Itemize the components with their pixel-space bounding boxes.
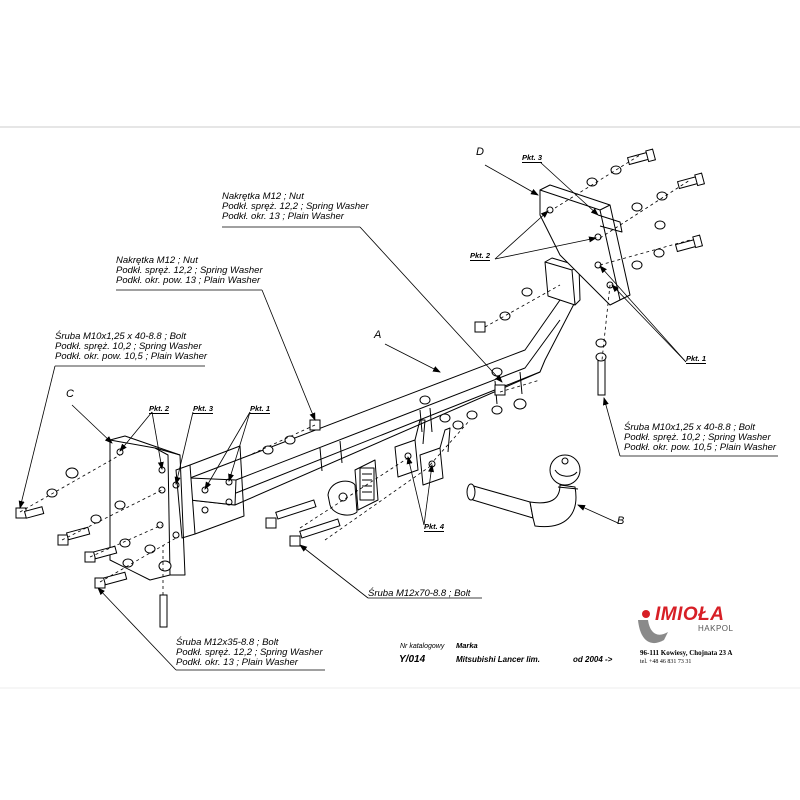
washer [631, 202, 643, 212]
bolt-m12x70-2 [289, 518, 341, 547]
callout-line: Podkł. okr. pow. 10,5 ; Plain Washer [55, 351, 208, 362]
pkt4-label: Pkt. 4 [424, 522, 445, 532]
tow-ball [466, 454, 581, 528]
bolt-top-1 [626, 148, 657, 166]
washer [521, 287, 533, 297]
washer [452, 420, 464, 430]
washer [284, 435, 296, 445]
callout-line: Podkł. spręż. 12,2 ; Spring Washer [222, 201, 369, 212]
pkt1-label-right: Pkt. 1 [686, 354, 707, 364]
callout-line: Śruba M10x1,25 x 40-8.8 ; Bolt [624, 422, 755, 433]
bolt-left-1 [15, 506, 45, 519]
socket-plate [327, 459, 379, 516]
bolt-vertical-left [159, 594, 168, 628]
bolt-top-3 [674, 234, 704, 253]
logo-mark [638, 610, 668, 644]
callout-line: Śruba M10x1,25 x 40-8.8 ; Bolt [55, 331, 186, 342]
washer [90, 514, 102, 524]
pkt3-label-top: Pkt. 3 [522, 153, 543, 163]
callout-line: Nakrętka M12 ; Nut [222, 191, 304, 202]
washer [491, 405, 503, 415]
washer [46, 488, 58, 498]
beam-right-plate [544, 257, 581, 306]
washer [158, 560, 172, 572]
washer [262, 445, 274, 455]
company-logo-sub: HAKPOL [698, 624, 734, 633]
callout-line: Nakrętka M12 ; Nut [116, 255, 198, 266]
company-logo: IMIOŁA [655, 604, 725, 625]
callout-line: Podkł. okr. pow. 10,5 ; Plain Washer [624, 442, 777, 453]
brand-value: Mitsubishi Lancer lim. [456, 655, 541, 664]
callout-bolt-m12x35: Śruba M12x35-8.8 ; Bolt Podkł. spręż. 12… [176, 638, 323, 668]
company-address: 96-111 Kowiesy, Chojnata 23 A [640, 649, 733, 657]
callout-bolt-m12x70: Śruba M12x70-8.8 ; Bolt [368, 588, 471, 599]
washer [653, 248, 665, 258]
washer [631, 260, 643, 270]
callout-bolt-right: Śruba M10x1,25 x 40-8.8 ; Bolt Podkł. sp… [624, 423, 776, 453]
catalog-value: Y/014 [399, 654, 426, 665]
part-label-b: B [617, 515, 625, 527]
callout-bolt-left: Śruba M10x1,25 x 40-8.8 ; Bolt Podkł. sp… [55, 332, 207, 362]
washer [595, 352, 607, 362]
company-phone: tel. +48 46 831 73 31 [640, 659, 692, 665]
catalog-label: Nr katalogowy [400, 643, 445, 650]
callout-line: Podkł. okr. pow. 13 ; Plain Washer [116, 275, 261, 286]
bolt-left-4 [94, 571, 128, 589]
part-label-a: A [374, 329, 382, 341]
nut [474, 321, 486, 333]
callout-line: Śruba M12x35-8.8 ; Bolt [176, 637, 279, 648]
callout-nut-top: Nakrętka M12 ; Nut Podkł. spręż. 12,2 ; … [222, 192, 369, 222]
callout-line: Podkł. spręż. 12,2 ; Spring Washer [116, 265, 263, 276]
pkt2-label-top: Pkt. 2 [470, 251, 491, 261]
nut [494, 384, 506, 396]
from-value: od 2004 -> [573, 655, 613, 664]
leader-lines [18, 154, 778, 671]
washer [656, 191, 668, 201]
callout-line: Podkł. spręż. 10,2 ; Spring Washer [55, 341, 202, 352]
washer [439, 413, 451, 423]
washer [119, 538, 131, 548]
washer [114, 500, 126, 510]
callout-line: Podkł. okr. 13 ; Plain Washer [176, 657, 298, 668]
bolt-top-2 [676, 172, 706, 190]
washer [513, 398, 527, 410]
bolt-left-2 [57, 526, 91, 546]
callout-nut-left: Nakrętka M12 ; Nut Podkł. spręż. 12,2 ; … [116, 256, 263, 286]
bolt-m12x70-1 [265, 499, 317, 529]
washer [499, 311, 511, 321]
part-label-d: D [476, 146, 484, 158]
washer [419, 395, 431, 405]
washer [491, 367, 503, 377]
washer [144, 544, 156, 554]
pkt1-label-left: Pkt. 1 [250, 404, 271, 414]
washer [654, 220, 666, 230]
callout-line: Podkł. okr. 13 ; Plain Washer [222, 211, 344, 222]
callout-line: Podkł. spręż. 10,2 ; Spring Washer [624, 432, 771, 443]
callout-line: Podkł. spręż. 12,2 ; Spring Washer [176, 647, 323, 658]
pkt2-label-left: Pkt. 2 [149, 404, 170, 414]
washer [610, 165, 622, 175]
washer [466, 410, 478, 420]
part-label-c: C [66, 388, 74, 400]
bolt-vertical-right [597, 359, 606, 396]
pkt3-label-left: Pkt. 3 [193, 404, 214, 414]
bracket-d [539, 184, 631, 306]
brand-label: Marka [456, 641, 478, 650]
washer [65, 467, 79, 479]
